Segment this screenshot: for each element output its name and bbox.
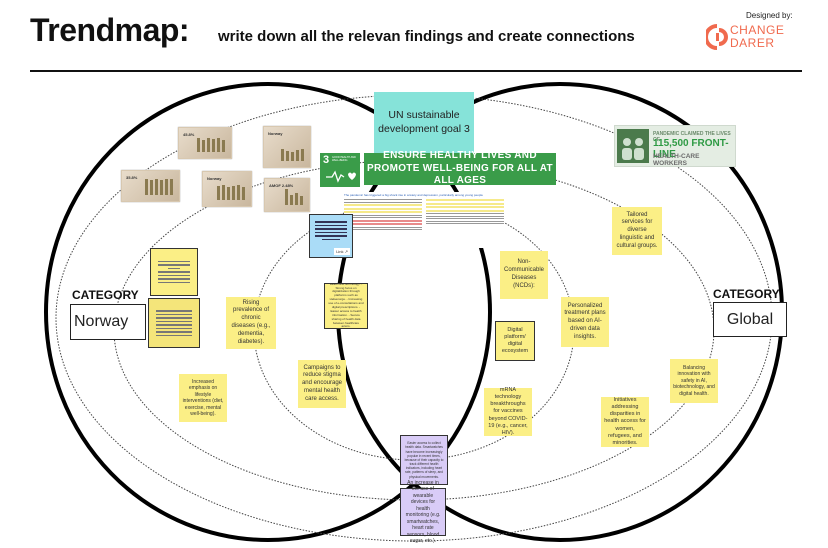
sticky-campaigns[interactable]: Campaigns to reduce stigma and encourage…: [298, 360, 346, 408]
article-screenshot[interactable]: The pandemic has triggered a big shock r…: [344, 192, 504, 248]
left-category-label: CATEGORY: [72, 288, 139, 302]
chart-photo[interactable]: Norway: [263, 126, 311, 168]
pandemic-infographic[interactable]: PANDEMIC CLAIMED THE LIVES OF 115,500 FR…: [614, 125, 736, 167]
healthcare-workers-icon: [617, 129, 649, 163]
sticky-balancing-innovation[interactable]: Balancing innovation with safety in AI, …: [670, 359, 718, 403]
sticky-tailored-services[interactable]: Tailored services for diverse linguistic…: [612, 207, 662, 255]
sticky-lifestyle[interactable]: Increased emphasis on lifestyle interven…: [179, 374, 227, 422]
collapsed-note[interactable]: [150, 248, 198, 296]
page-subtitle: write down all the relevan findings and …: [218, 28, 635, 45]
collapsed-note[interactable]: [148, 298, 200, 348]
sdg-goal-banner: ENSURE HEALTHY LIVES AND PROMOTE WELL-BE…: [364, 150, 556, 186]
link-button[interactable]: Link ↗: [334, 248, 350, 255]
header-divider: [30, 70, 802, 72]
heartbeat-icon: [326, 170, 356, 183]
right-category-label: CATEGORY: [713, 287, 780, 301]
sticky-health-tech[interactable]: Health and technology: - Strong focus on…: [324, 282, 368, 329]
change-darer-logo: CHANGE DARER: [704, 23, 806, 54]
linked-document-card[interactable]: Link ↗: [309, 214, 353, 258]
chart-photo[interactable]: 45.8%: [178, 127, 232, 159]
chart-photo[interactable]: Norway: [202, 171, 252, 207]
sdg3-icon: 3 GOOD HEALTH AND WELL-BEING: [320, 153, 360, 187]
logo-line-1: CHANGE: [730, 23, 785, 37]
right-category-box[interactable]: Global: [713, 302, 787, 337]
sticky-rising-prevalence[interactable]: Rising prevalence of chronic diseases (e…: [226, 297, 276, 349]
left-category-box[interactable]: Norway: [70, 304, 146, 340]
logo-line-2: DARER: [730, 36, 775, 50]
chart-photo[interactable]: 35.8%: [121, 170, 180, 202]
sticky-digital-platform[interactable]: Digital platform/ digital ecosystem: [495, 321, 535, 361]
un-goal-sticky[interactable]: UN sustainable development goal 3: [374, 92, 474, 160]
designed-by-label: Designed by:: [746, 11, 793, 20]
chart-photo[interactable]: AMOF 2.48%: [264, 178, 310, 212]
logo-icon: [704, 24, 728, 50]
page-title: Trendmap:: [30, 12, 190, 48]
left-outer-circle: [44, 82, 492, 542]
sticky-mrna[interactable]: mRNA technology breakthroughs for vaccin…: [484, 387, 532, 436]
sticky-wearables-increase[interactable]: An increase in the use of wearable devic…: [400, 480, 446, 544]
sticky-ncds[interactable]: Non-Communicable Diseases (NCDs):: [500, 251, 548, 299]
sticky-initiatives[interactable]: Initiatives addressing disparities in he…: [601, 397, 649, 447]
sticky-personalized-treatment[interactable]: Personalized treatment plans based on AI…: [561, 297, 609, 347]
sticky-wearables-access[interactable]: Easier access to collect health data. Sm…: [400, 435, 448, 485]
